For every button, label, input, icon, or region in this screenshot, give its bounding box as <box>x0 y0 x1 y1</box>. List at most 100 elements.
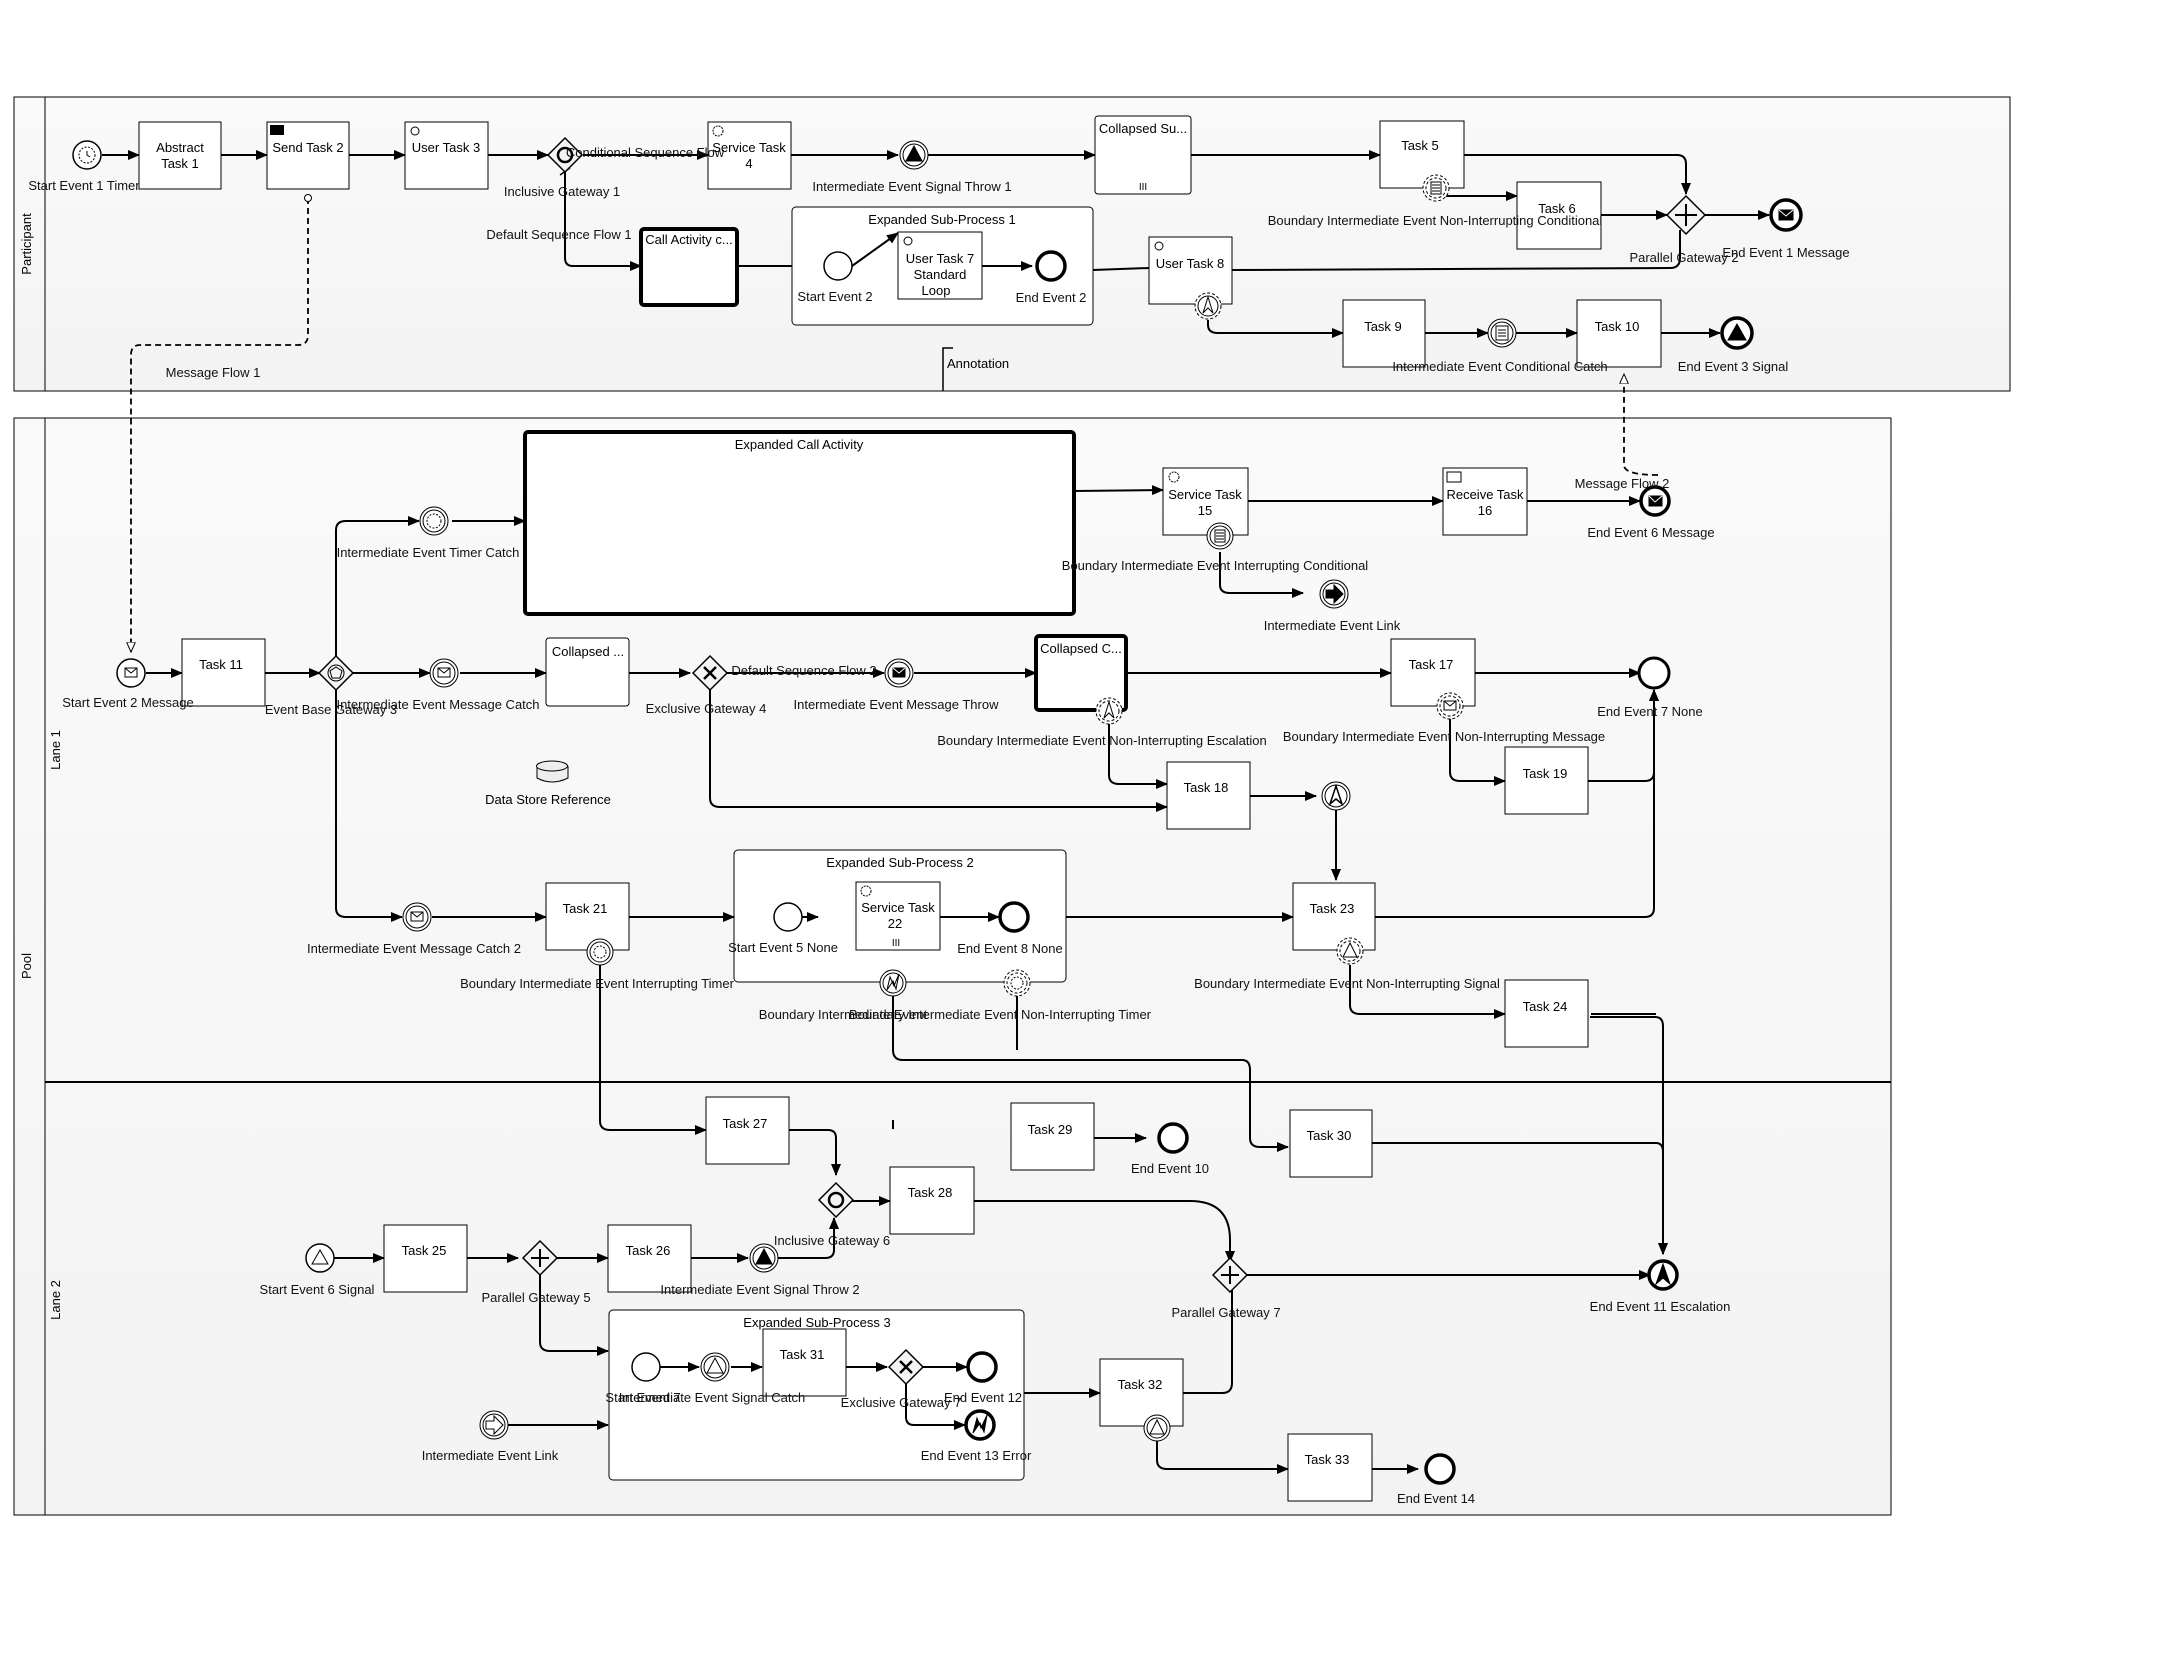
task-24[interactable]: Task 24 <box>1504 979 1589 1048</box>
start-event-2[interactable] <box>823 251 853 281</box>
intermediate-event-message-catch[interactable] <box>429 658 459 688</box>
intermediate-event-signal-throw-1[interactable] <box>899 140 929 170</box>
boundary-signal-task-32[interactable] <box>1143 1414 1171 1442</box>
start-event-1-timer[interactable] <box>72 140 102 170</box>
end-event-7-none[interactable] <box>1637 656 1671 690</box>
task-9[interactable]: Task 9 <box>1342 299 1426 368</box>
parallel-gateway-7[interactable] <box>1211 1256 1249 1294</box>
gear-icon <box>1168 471 1180 483</box>
collapsed-call-activity[interactable]: Collapsed C... <box>1034 634 1128 712</box>
intermediate-event-link-2[interactable] <box>479 1410 509 1440</box>
end-event-6-message[interactable] <box>1639 485 1671 517</box>
exclusive-gateway-7[interactable] <box>887 1348 925 1386</box>
envelope-icon <box>1446 471 1462 483</box>
boundary-int-conditional[interactable] <box>1206 522 1234 550</box>
parallel-gateway-7-label: Parallel Gateway 7 <box>1171 1305 1280 1320</box>
end-event-2[interactable] <box>1035 250 1067 282</box>
expanded-sub-process-2-title: Expanded Sub-Process 2 <box>826 855 973 870</box>
parallel-gateway-5[interactable] <box>521 1239 559 1277</box>
intermediate-event-message-catch-2[interactable] <box>402 902 432 932</box>
clock-icon <box>78 146 96 164</box>
intermediate-event-signal-catch[interactable] <box>700 1352 730 1382</box>
start-event-5-none[interactable] <box>773 902 803 932</box>
message-flow-1-label: Message Flow 1 <box>166 365 261 380</box>
user-task-8[interactable]: User Task 8 <box>1148 236 1233 305</box>
intermediate-event-signal-throw-2[interactable] <box>749 1243 779 1273</box>
boundary-nonint-conditional[interactable] <box>1422 174 1450 202</box>
message-flow-2-label: Message Flow 2 <box>1575 476 1670 491</box>
data-store-reference[interactable]: Data Store Reference <box>485 760 611 807</box>
exclusive-gateway-7-label: Exclusive Gateway 7 <box>841 1395 962 1410</box>
task-23[interactable]: Task 23 <box>1292 882 1376 951</box>
task-32[interactable]: Task 32 <box>1099 1358 1184 1427</box>
task-33[interactable]: Task 33 <box>1287 1433 1373 1502</box>
collapsed-sub-process-1[interactable]: Collapsed Su...III <box>1094 115 1192 195</box>
task-23-label: Task 23 <box>1310 901 1355 916</box>
intermediate-event-timer-catch[interactable] <box>419 506 449 536</box>
task-25[interactable]: Task 25 <box>383 1224 468 1293</box>
task-21[interactable]: Task 21 <box>545 882 630 951</box>
end-event-8-none[interactable] <box>998 901 1030 933</box>
expanded-call-activity[interactable]: Expanded Call Activity <box>523 430 1076 616</box>
task-19[interactable]: Task 19 <box>1504 746 1589 815</box>
intermediate-event-message-throw[interactable] <box>884 658 914 688</box>
conditional-catch-label: Intermediate Event Conditional Catch <box>1392 359 1607 374</box>
boundary-escalation-user-task-8[interactable] <box>1194 292 1222 320</box>
boundary-nonint-timer[interactable] <box>1003 969 1031 997</box>
task-27[interactable]: Task 27 <box>705 1096 790 1165</box>
end-event-11-escalation[interactable] <box>1647 1259 1679 1291</box>
parallel-gateway-2[interactable] <box>1665 194 1707 236</box>
service-task-15-line1: Service Task <box>1168 487 1242 502</box>
task-29[interactable]: Task 29 <box>1010 1102 1095 1171</box>
boundary-nonint-signal[interactable] <box>1336 937 1364 965</box>
call-activity-c[interactable]: Call Activity c... <box>639 227 739 307</box>
send-task-2[interactable]: Send Task 2 <box>266 121 350 190</box>
task-26[interactable]: Task 26 <box>607 1224 692 1293</box>
collapsed-sub-process-2[interactable]: Collapsed ... <box>545 637 630 707</box>
task-10[interactable]: Task 10 <box>1576 299 1662 368</box>
boundary-nonint-message[interactable] <box>1436 692 1464 720</box>
inclusive-gateway-1[interactable] <box>546 136 584 174</box>
start-event-6-signal[interactable] <box>305 1243 335 1273</box>
user-task-7-line2: Standard <box>914 267 967 282</box>
end-event-10[interactable] <box>1157 1122 1189 1154</box>
data-store-label: Data Store Reference <box>485 792 611 807</box>
intermediate-event-conditional-catch[interactable] <box>1487 318 1517 348</box>
task-30-label: Task 30 <box>1307 1128 1352 1143</box>
boundary-int-timer[interactable] <box>586 938 614 966</box>
gear-icon <box>860 885 872 897</box>
end-event-14[interactable] <box>1424 1453 1456 1485</box>
start-event-2-message[interactable] <box>116 658 146 688</box>
task-18[interactable]: Task 18 <box>1166 761 1251 830</box>
end-event-13-error[interactable] <box>964 1409 996 1441</box>
text-annotation[interactable]: Annotation <box>942 347 1009 391</box>
boundary-int-error[interactable] <box>879 969 907 997</box>
task-6[interactable]: Task 6 <box>1516 181 1602 250</box>
intermediate-event-escalation[interactable] <box>1321 781 1351 811</box>
multi-instance-icon: III <box>1139 182 1147 193</box>
end-event-3-signal[interactable] <box>1720 316 1754 350</box>
signal-throw-2-label: Intermediate Event Signal Throw 2 <box>660 1282 859 1297</box>
start-event-7[interactable] <box>631 1352 661 1382</box>
user-task-3[interactable]: User Task 3 <box>404 121 489 190</box>
end-event-12[interactable] <box>966 1351 998 1383</box>
event-base-gateway-3[interactable] <box>317 654 355 692</box>
inclusive-gateway-6[interactable] <box>817 1181 855 1219</box>
task-28[interactable]: Task 28 <box>889 1166 975 1235</box>
task-11[interactable]: Task 11 <box>181 638 266 707</box>
end-event-1-message[interactable] <box>1769 198 1803 232</box>
task-30[interactable]: Task 30 <box>1289 1109 1373 1178</box>
task-5[interactable]: Task 5 <box>1379 120 1465 189</box>
task-31[interactable]: Task 31 <box>762 1328 847 1397</box>
clock-icon <box>1010 976 1024 990</box>
exclusive-gateway-4[interactable] <box>691 654 729 692</box>
intermediate-event-link-1[interactable] <box>1319 579 1349 609</box>
boundary-nonint-escalation[interactable] <box>1095 697 1123 725</box>
task-17[interactable]: Task 17 <box>1390 638 1476 707</box>
